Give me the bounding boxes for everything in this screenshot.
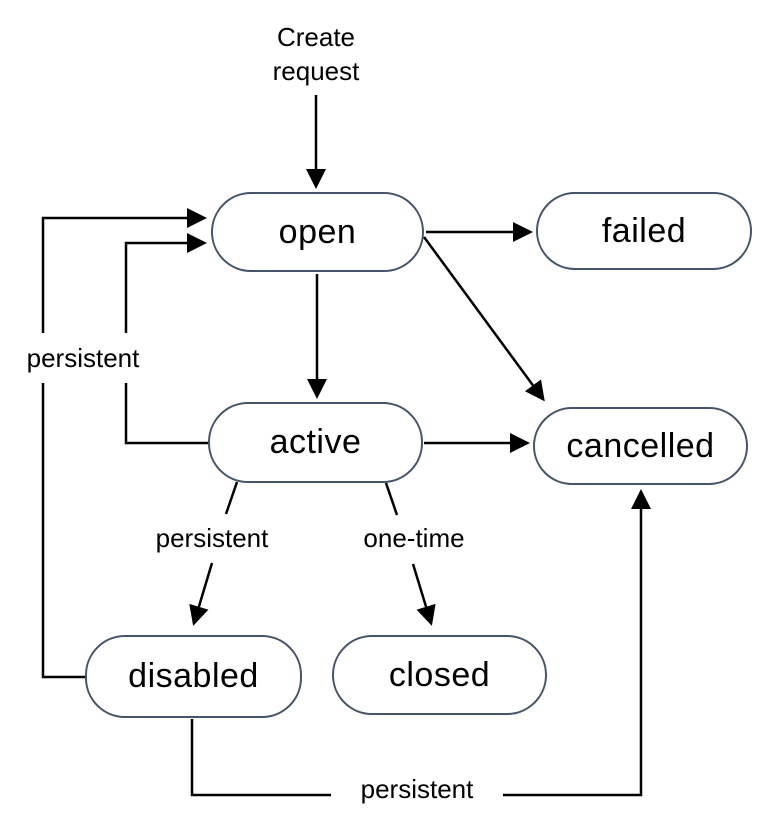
node-failed-label: failed [601,211,687,250]
edge-persistent-to-disabled [189,562,214,626]
node-open: open [211,192,424,272]
node-closed: closed [332,635,547,715]
edge-open-to-cancelled [422,236,545,402]
node-active-label: active [269,423,362,461]
node-closed-label: closed [388,655,491,694]
node-failed: failed [536,192,752,270]
node-active: active [208,402,423,483]
node-open-label: open [278,212,357,251]
node-cancelled: cancelled [533,407,748,485]
edge-active-leg-one-time [384,482,399,516]
node-disabled: disabled [85,635,302,718]
edge-label-create-request: Create request [259,16,373,92]
edge-active-leg-persistent [224,481,239,515]
edge-label-persistent-bottom: persistent [331,769,503,809]
edge-label-persistent-left: persistent [18,333,148,383]
edge-disabled-to-open-loop [41,208,207,679]
node-cancelled-label: cancelled [566,426,715,465]
edge-label-persistent-mid: persistent [147,519,277,557]
node-disabled-label: disabled [128,657,259,695]
edge-one-time-to-closed [411,563,436,626]
edge-label-one-time: one-time [352,519,476,557]
